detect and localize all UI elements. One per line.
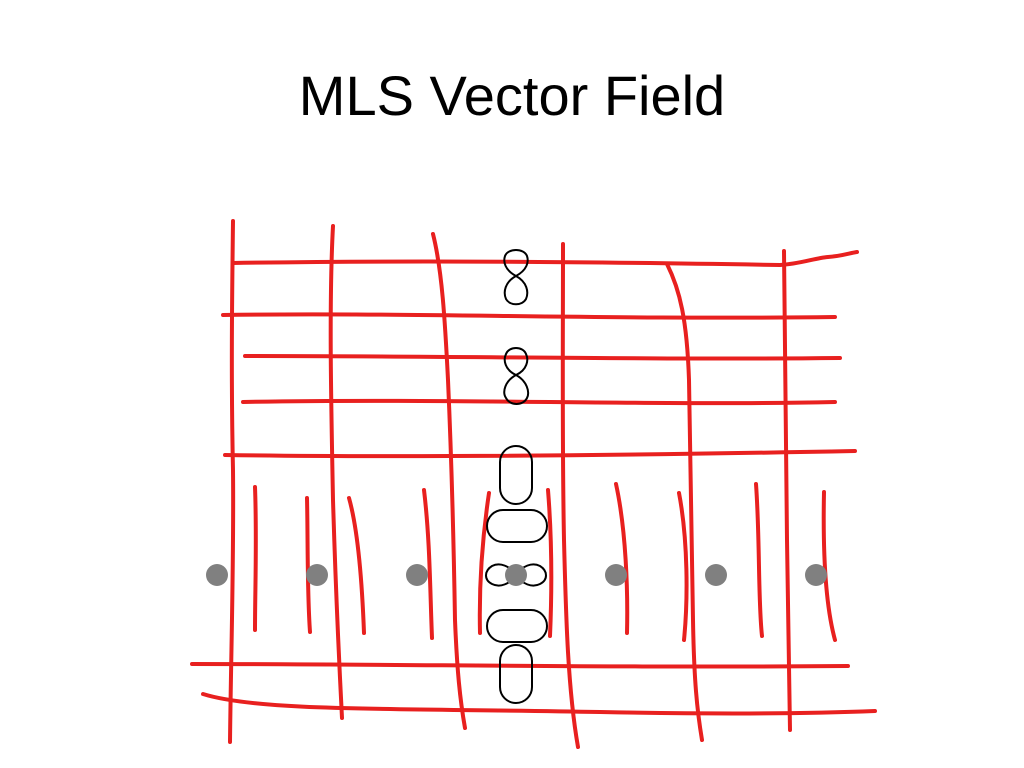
field-direction-strokes [253, 482, 837, 642]
grid-horizontal-line [223, 449, 857, 459]
field-stroke [477, 491, 491, 635]
sample-point [306, 564, 328, 586]
field-stroke [546, 488, 554, 638]
sample-point [805, 564, 827, 586]
sample-points [206, 564, 827, 586]
horizontal-capsule-glyph [486, 509, 548, 543]
sample-point [406, 564, 428, 586]
field-stroke [614, 482, 630, 635]
field-stroke [821, 490, 837, 642]
sample-point [505, 564, 527, 586]
figure-eight-glyph [503, 347, 530, 405]
sample-point [206, 564, 228, 586]
field-stroke [422, 488, 434, 640]
field-stroke [305, 496, 312, 634]
grid-vertical-line [431, 232, 467, 730]
grid-horizontal-lines [190, 250, 877, 716]
grid-vertical-line [782, 249, 792, 732]
weight-glyphs [485, 249, 548, 704]
vertical-capsule-glyph [499, 644, 533, 704]
grid-horizontal-line [241, 398, 837, 406]
sample-point [705, 564, 727, 586]
slide-title: MLS Vector Field [298, 64, 726, 127]
sample-point [605, 564, 627, 586]
field-stroke [253, 485, 258, 632]
grid-horizontal-line [231, 250, 859, 267]
grid-horizontal-line [201, 692, 877, 716]
figure-eight-glyph [503, 249, 529, 306]
grid-vertical-line [228, 219, 236, 744]
field-stroke [677, 491, 689, 642]
grid-vertical-lines [228, 219, 792, 749]
grid-horizontal-line [221, 312, 837, 320]
grid-vertical-line [665, 262, 704, 742]
horizontal-capsule-glyph [486, 609, 548, 643]
grid-horizontal-line [190, 662, 850, 669]
grid-horizontal-line [243, 354, 842, 361]
vertical-capsule-glyph [499, 445, 533, 505]
field-stroke [754, 482, 764, 638]
grid-vertical-line [560, 242, 580, 749]
grid-vertical-line [328, 224, 344, 720]
field-stroke [347, 496, 366, 635]
